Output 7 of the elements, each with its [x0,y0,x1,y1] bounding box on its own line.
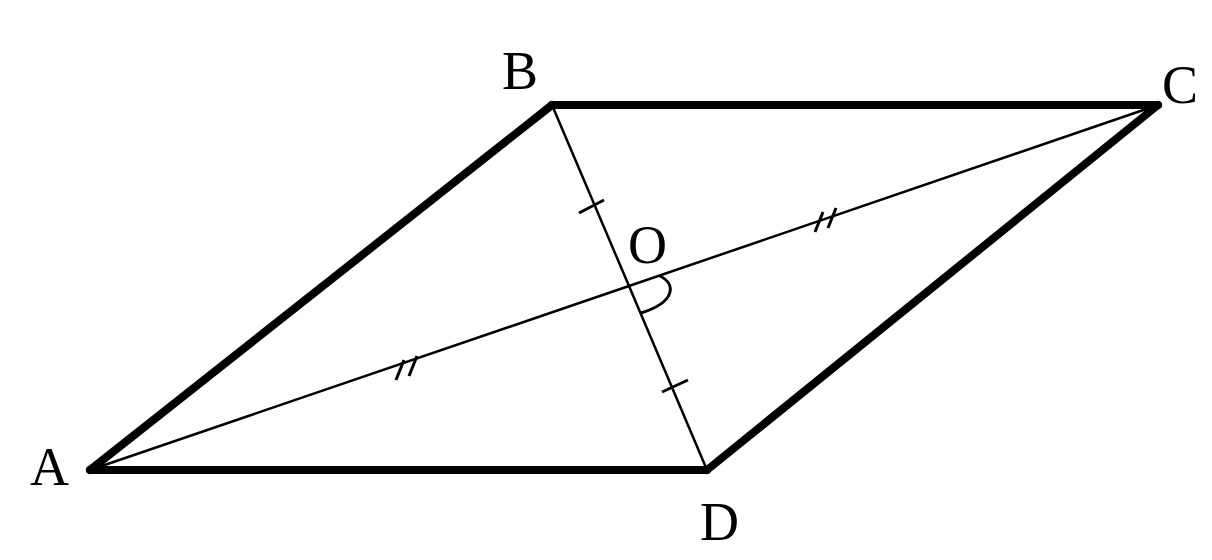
line-segment [703,101,1162,474]
vertex-label: C [1162,58,1199,112]
vertex-label: O [628,218,667,272]
vertex-label: D [700,495,739,549]
line-segment [86,466,711,474]
vertex-label: B [502,44,539,98]
vertex-label: A [30,440,69,494]
